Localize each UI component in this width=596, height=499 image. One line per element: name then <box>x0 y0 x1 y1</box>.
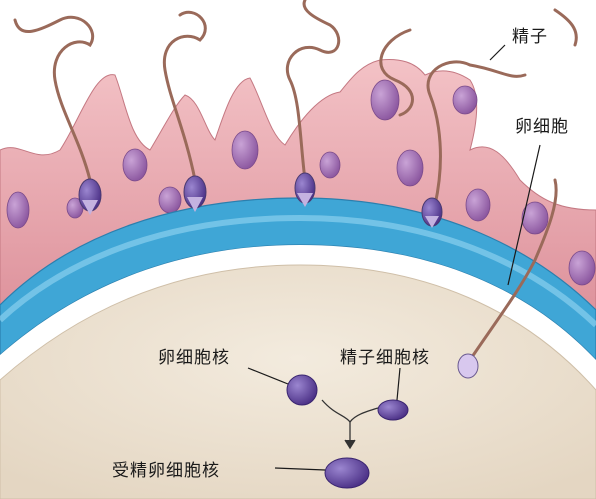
label-egg-nucleus: 卵细胞核 <box>158 343 230 368</box>
label-sperm: 精子 <box>512 22 548 47</box>
label-egg-cell: 卵细胞 <box>515 112 569 137</box>
egg-nucleus <box>287 375 317 405</box>
label-fertilized-nucleus: 受精卵细胞核 <box>112 456 220 481</box>
fertilized-nucleus <box>325 458 369 488</box>
label-sperm-nucleus: 精子细胞核 <box>340 343 430 368</box>
sperm-nucleus <box>378 400 408 420</box>
